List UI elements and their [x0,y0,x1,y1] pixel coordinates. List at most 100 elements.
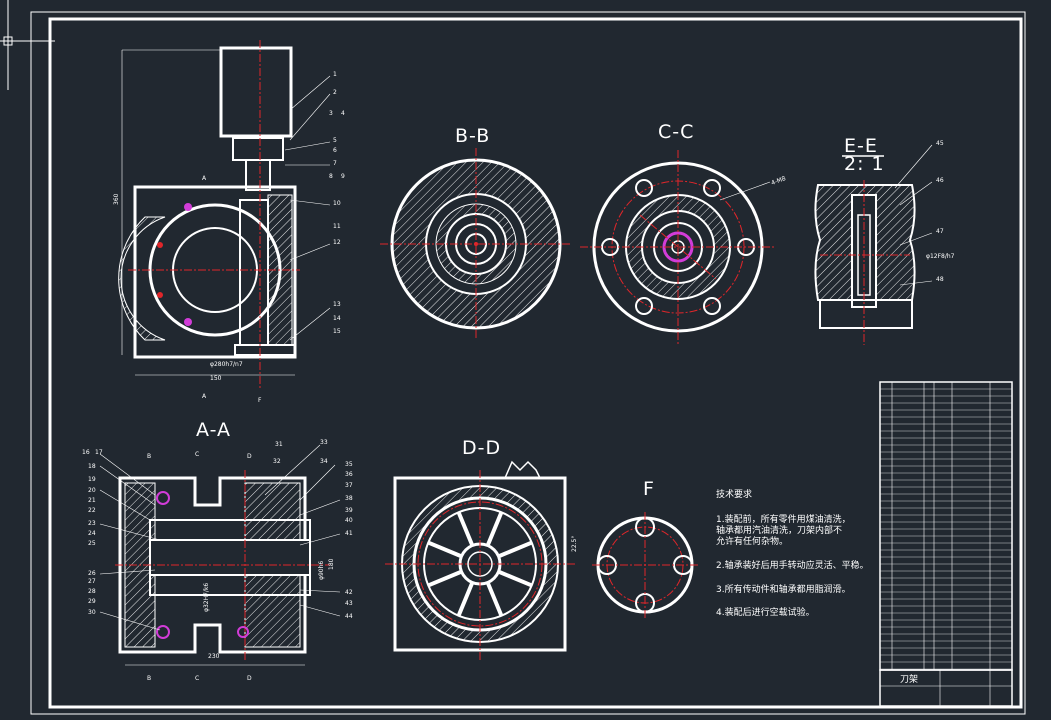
tech-req-line-2: 轴承都用汽油清洗，刀架内部不 [716,524,842,536]
view-scale-ee: 2: 1 [844,153,885,175]
aa-view-callouts: 16 17 18 19 20 21 22 23 24 25 26 27 28 2… [82,439,353,682]
part-number-37: 37 [345,482,353,489]
part-number-26: 26 [88,570,96,577]
part-number-36: 36 [345,471,353,478]
svg-text:φ32H7/k6: φ32H7/k6 [203,583,210,612]
part-number-40: 40 [345,517,353,524]
part-number-1: 1 [333,71,337,78]
parts-list-table [879,381,1013,671]
section-view-dd: 22.5° [385,460,578,660]
part-number-11: 11 [333,223,341,230]
title-block-name: 刀架 [900,674,918,685]
part-number-12: 12 [333,239,341,246]
section-mark-d-bottom: D [247,675,252,682]
part-number-33: 33 [320,439,328,446]
part-number-35: 35 [345,461,353,468]
part-number-3: 3 [329,110,333,117]
part-number-15: 15 [333,328,341,335]
wheel-spoke [497,569,533,588]
section-mark-a-top: A [202,175,207,182]
wheel-spokes [427,511,533,617]
part-number-28: 28 [88,588,96,595]
part-number-19: 19 [88,476,96,483]
wheel-spoke [485,581,504,617]
tech-req-line-3: 允许有任何杂物。 [716,535,788,547]
part-number-39: 39 [345,507,353,514]
part-number-22: 22 [88,507,96,514]
section-view-f [592,512,698,618]
part-number-42: 42 [345,589,353,596]
part-number-41: 41 [345,530,353,537]
wheel-spoke [456,581,475,617]
view-label-f: F [643,478,655,500]
view-label-bb: B-B [455,125,490,147]
part-number-8: 8 [329,173,333,180]
part-number-2: 2 [333,89,337,96]
view-label-cc: C-C [658,121,694,143]
inner-border [48,17,1023,709]
tech-req-line-1: 1.装配前，所有零件用煤油清洗， [716,513,851,525]
title-block: 刀架 [879,669,1013,707]
outer-border [30,11,1026,715]
technical-requirements: 技术要求 1.装配前，所有零件用煤油清洗， 轴承都用汽油清洗，刀架内部不 允许有… [716,488,869,618]
part-number-7: 7 [333,160,337,167]
svg-text:φ12F8/h7: φ12F8/h7 [926,253,955,260]
svg-text:4-M8: 4-M8 [770,175,787,187]
part-number-48: 48 [936,276,944,283]
part-number-47: 47 [936,228,944,235]
svg-text:360: 360 [113,193,120,205]
leader-lines-aa [99,444,341,631]
view-label-ee: E-E [844,135,878,157]
part-number-38: 38 [345,495,353,502]
main-assembly-view: 360 φ280h7/n7 150 [113,40,300,390]
part-number-32: 32 [273,458,281,465]
svg-text:230: 230 [208,653,220,660]
section-view-bb [380,148,572,340]
crosshair-cursor-icon [0,0,55,90]
part-number-30: 30 [88,609,96,616]
wheel-spoke [485,511,504,547]
part-number-24: 24 [88,530,96,537]
section-mark-c-top: C [195,451,199,458]
leader-lines [284,75,331,341]
section-mark-f: F [258,397,262,404]
part-number-25: 25 [88,540,96,547]
tech-req-line-4: 2.轴承装好后用手转动应灵活、平稳。 [716,559,869,571]
part-number-43: 43 [345,600,353,607]
view-label-aa: A-A [196,419,231,441]
part-number-29: 29 [88,598,96,605]
wheel-spoke [427,540,463,559]
part-number-4: 4 [341,110,345,117]
section-mark-b-top: B [147,453,151,460]
section-view-cc: 4-M8 [580,150,787,344]
part-number-9: 9 [341,173,345,180]
part-number-23: 23 [88,520,96,527]
svg-text:22.5°: 22.5° [571,536,578,552]
part-number-34: 34 [320,458,328,465]
part-number-31: 31 [275,441,283,448]
wheel-spoke [456,511,475,547]
part-number-17: 17 [95,449,103,456]
part-number-27: 27 [88,578,96,585]
view-label-dd: D-D [462,437,501,459]
part-number-21: 21 [88,497,96,504]
part-number-46: 46 [936,177,944,184]
main-view-callouts: 1 2 3 4 5 6 7 8 9 10 11 12 13 14 15 A A … [202,71,345,404]
part-number-10: 10 [333,200,341,207]
part-number-20: 20 [88,487,96,494]
part-number-14: 14 [333,315,341,322]
section-view-aa: 230 φ90h6 180 φ32H7/k6 [115,470,335,666]
wheel-spoke [427,569,463,588]
wheel-spoke [497,540,533,559]
part-number-16: 16 [82,449,90,456]
svg-text:150: 150 [210,375,222,382]
part-number-5: 5 [333,137,337,144]
tech-req-line-6: 4.装配后进行空载试验。 [716,606,815,618]
part-number-18: 18 [88,463,96,470]
section-mark-a-bottom: A [202,393,207,400]
part-number-44: 44 [345,613,353,620]
section-view-ee: 45 46 47 48 φ12F8/h7 [814,140,955,345]
section-mark-d-top: D [247,453,252,460]
tech-req-line-5: 3.所有传动件和轴承都用脂润滑。 [716,583,851,595]
